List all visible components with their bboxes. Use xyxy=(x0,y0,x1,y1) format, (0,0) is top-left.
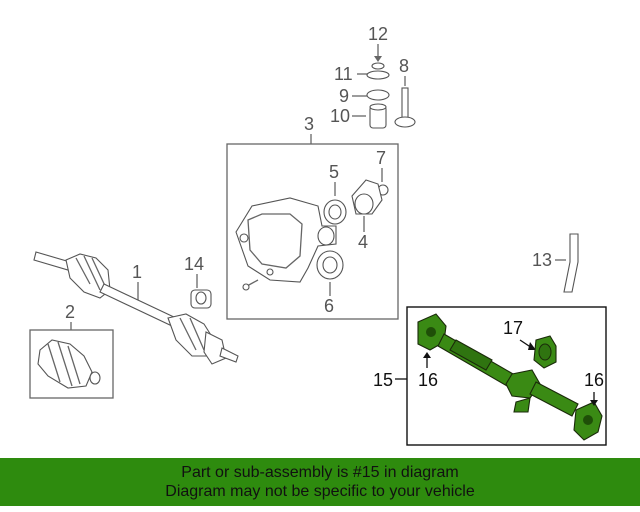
part-6-group[interactable]: 6 xyxy=(316,250,344,316)
part-5-group[interactable]: 5 xyxy=(323,162,347,225)
axle-boot-right-ribs xyxy=(179,317,205,351)
differential-housing xyxy=(235,197,337,283)
callout-10: 10 xyxy=(330,106,350,126)
housing-small-bolt-head xyxy=(242,283,250,291)
part-13-strap xyxy=(563,233,579,293)
part-10-group[interactable]: 10 xyxy=(330,103,387,129)
part-8-bolt-head xyxy=(394,116,416,128)
callout-15: 15 xyxy=(373,370,393,390)
part-9-cushion xyxy=(366,89,390,101)
part-1-group[interactable]: 1 xyxy=(33,251,239,365)
part-14-group[interactable]: 14 xyxy=(184,254,212,309)
axle-stub-left xyxy=(33,251,71,271)
part-9-group[interactable]: 9 xyxy=(339,86,390,106)
part-11-group[interactable]: 11 xyxy=(334,64,390,84)
callout-6: 6 xyxy=(324,296,334,316)
housing-bolt-2 xyxy=(266,268,274,276)
callout-11: 11 xyxy=(334,64,353,84)
callout-16-rear: 16 xyxy=(584,370,604,390)
callout-5: 5 xyxy=(329,162,339,182)
part-15-box xyxy=(406,306,607,446)
part-2-boot-ribs xyxy=(47,341,81,387)
callout-2: 2 xyxy=(65,302,75,322)
callout-16-front: 16 xyxy=(418,370,438,390)
callout-3: 3 xyxy=(304,114,314,134)
housing-bolt-1 xyxy=(239,233,249,243)
part-2-box xyxy=(29,329,114,399)
callout-8: 8 xyxy=(399,56,409,76)
part-10-top xyxy=(369,103,387,111)
housing-output-flange xyxy=(317,226,335,246)
part-2-group[interactable]: 2 xyxy=(29,302,114,399)
callout-1: 1 xyxy=(132,262,142,282)
part-14-bushing-hole xyxy=(195,291,207,305)
part-4-hub xyxy=(354,193,374,215)
arrow-16-rear xyxy=(590,400,598,406)
banner-line-1: Part or sub-assembly is #15 in diagram xyxy=(181,464,459,481)
part-11-washer xyxy=(366,70,390,80)
housing-detail xyxy=(247,213,303,269)
part-3-group[interactable]: 3 xyxy=(226,114,399,320)
part-13-group[interactable]: 13 xyxy=(532,233,579,293)
driveshaft-rear-tube xyxy=(529,381,579,417)
part-17-mount-hole xyxy=(538,343,552,361)
front-flex-disc-center xyxy=(426,327,436,337)
driveshaft-front-tube-band xyxy=(449,339,493,371)
callout-9: 9 xyxy=(339,86,349,106)
driveshaft-center-bracket xyxy=(513,397,531,413)
callout-4: 4 xyxy=(358,232,368,252)
arrow-12 xyxy=(374,56,382,62)
axle-stub-right xyxy=(219,347,239,363)
part-4-group[interactable]: 4 xyxy=(351,179,383,252)
part-8-bolt-shank xyxy=(401,87,409,119)
banner-line-2: Diagram may not be specific to your vehi… xyxy=(165,483,475,500)
arrow-16-front xyxy=(423,352,431,358)
part-12-ring xyxy=(371,62,385,70)
callout-14: 14 xyxy=(184,254,204,274)
callout-7: 7 xyxy=(376,148,386,168)
callout-12: 12 xyxy=(368,24,388,44)
callout-17: 17 xyxy=(503,318,523,338)
part-17-group[interactable]: 17 xyxy=(503,318,557,369)
part-8-group[interactable]: 8 xyxy=(394,56,416,128)
part-5-seal-inner xyxy=(328,204,342,220)
part-2-clamp xyxy=(89,371,101,385)
part-12-group[interactable]: 12 xyxy=(368,24,388,70)
callout-13: 13 xyxy=(532,250,552,270)
rear-flex-disc-center xyxy=(583,415,593,425)
info-banner: Part or sub-assembly is #15 in diagram D… xyxy=(0,458,640,506)
parts-diagram: 12 11 9 10 8 3 xyxy=(29,24,607,446)
axle-boot-left-ribs xyxy=(75,255,107,291)
part-6-seal-inner xyxy=(322,256,338,274)
arrow-17 xyxy=(528,342,536,350)
part-15-group[interactable]: 15 16 16 xyxy=(373,306,607,446)
part-3-box xyxy=(226,143,399,320)
